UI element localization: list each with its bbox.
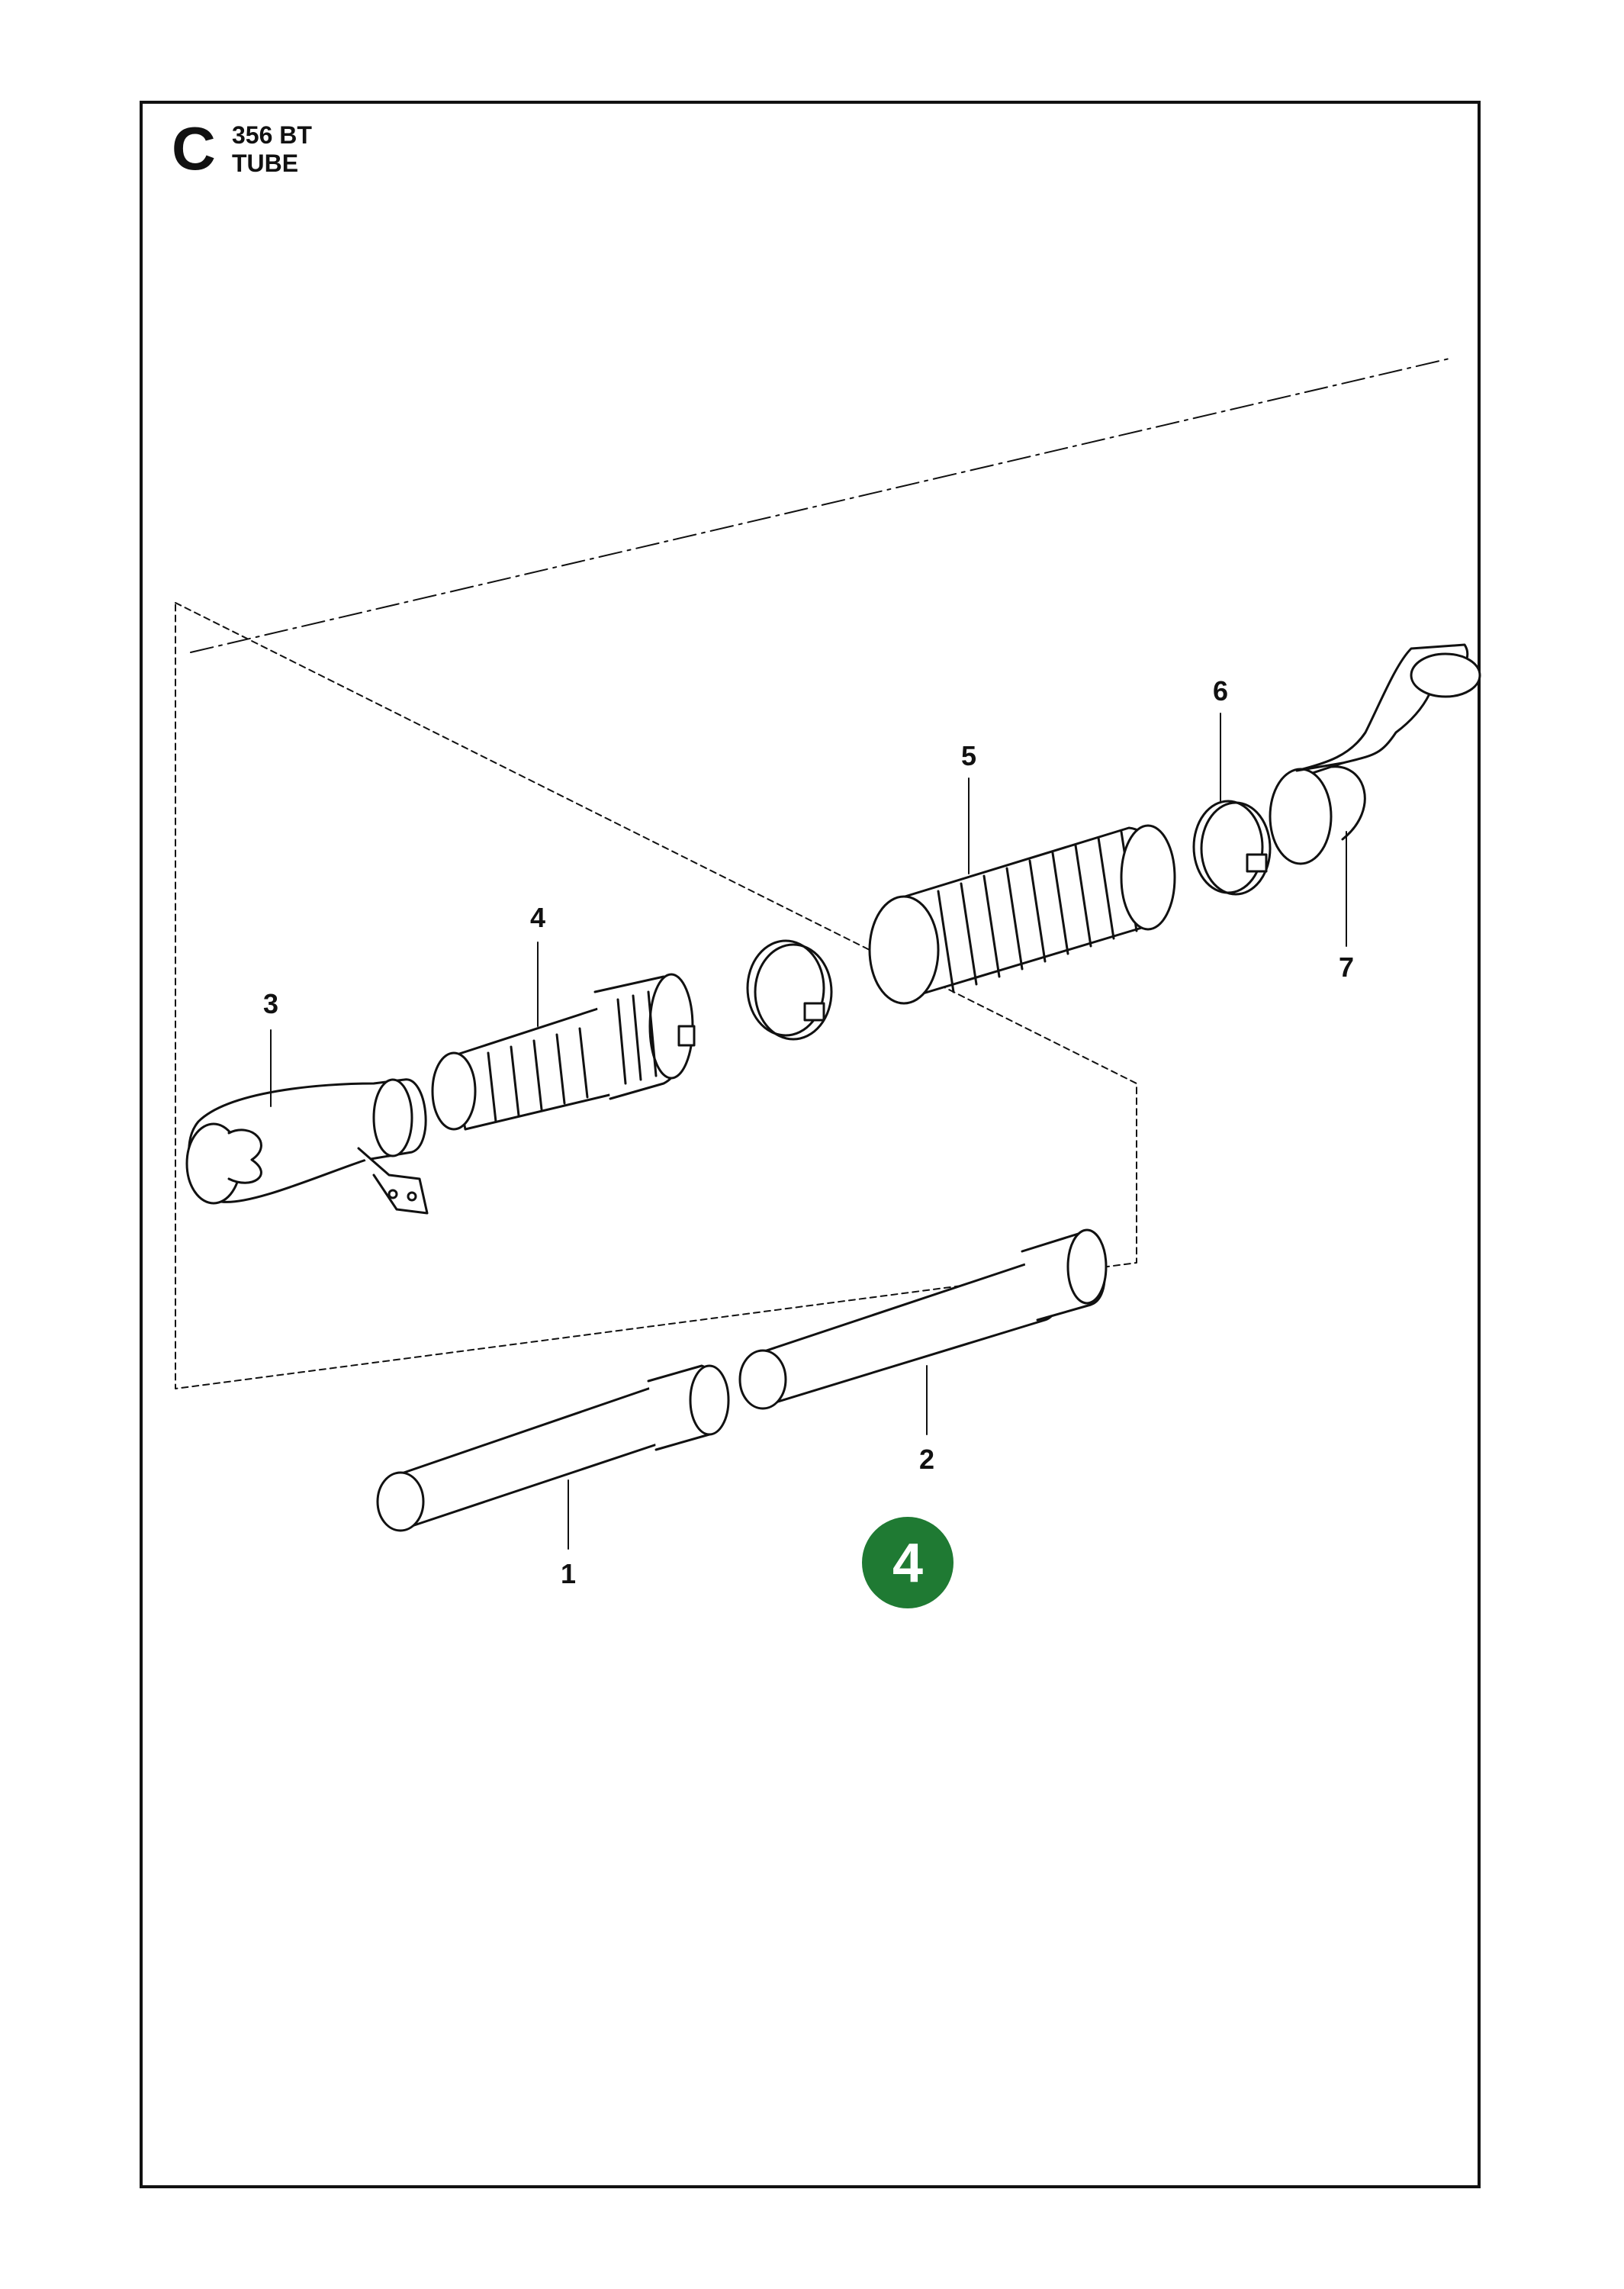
ribbed-tube-part (431, 973, 696, 1131)
hose-clamp-part (1192, 800, 1272, 896)
assembly-axis (190, 358, 1450, 653)
part-number-3: 3 (263, 988, 278, 1019)
step-badge-label: 4 (892, 1533, 923, 1594)
connection-outline (175, 602, 1137, 1389)
tube-1-part (376, 1364, 730, 1532)
part-number-6: 6 (1213, 675, 1228, 707)
part-number-2: 2 (919, 1444, 934, 1475)
page-frame (140, 101, 1481, 2188)
step-badge (862, 1517, 953, 1608)
middle-clamp (746, 939, 833, 1041)
tube-2-part (738, 1228, 1108, 1410)
section-title: TUBE (232, 150, 299, 177)
part-number-4: 4 (530, 902, 545, 933)
part-number-7: 7 (1339, 951, 1354, 983)
nozzle-part (185, 1078, 429, 1215)
elbow-part (1269, 643, 1481, 865)
section-letter: C (172, 114, 216, 182)
flex-hose-part (868, 824, 1176, 1005)
model-name: 356 BT (232, 121, 312, 149)
part-number-5: 5 (961, 740, 976, 771)
part-number-1: 1 (561, 1558, 576, 1589)
